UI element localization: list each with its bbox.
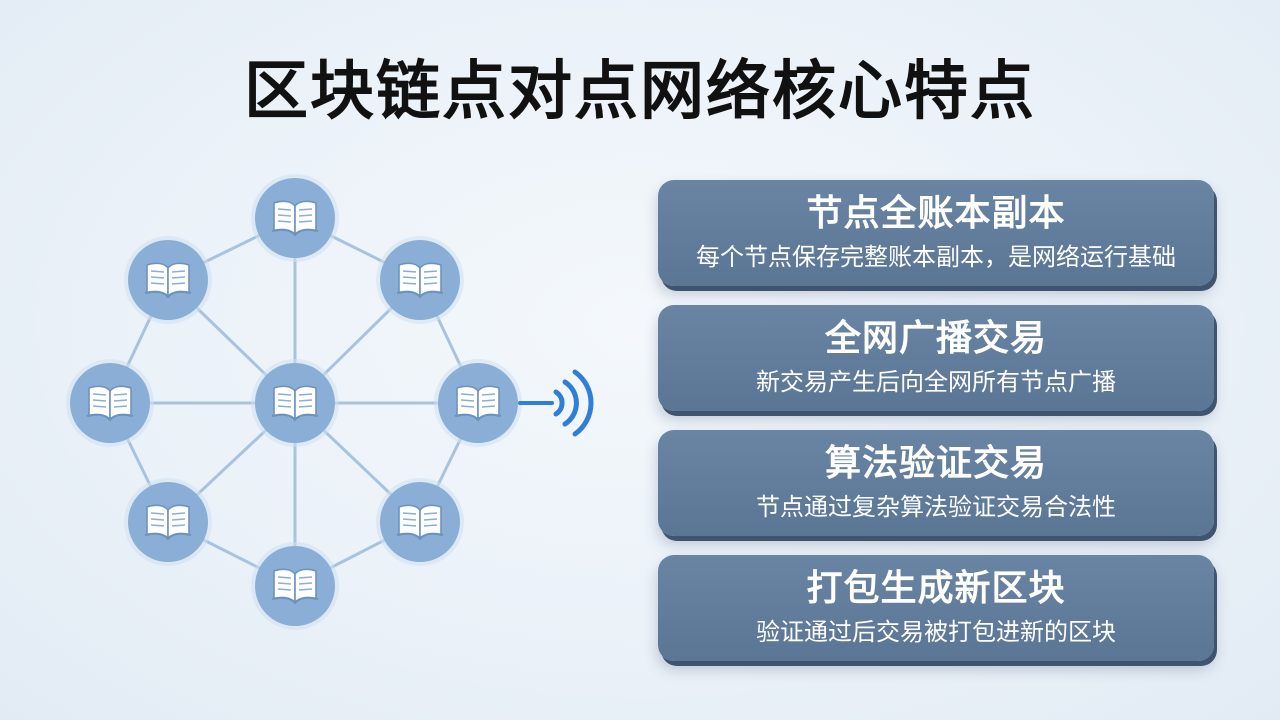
network-node-bottom (251, 542, 339, 630)
open-book-icon (454, 385, 502, 421)
network-node-lower-left (124, 478, 212, 566)
feature-card-verification: 算法验证交易 节点通过复杂算法验证交易合法性 (658, 430, 1214, 536)
open-book-icon (396, 262, 444, 298)
open-book-icon (144, 262, 192, 298)
network-node-center (251, 359, 339, 447)
network-node-top (251, 174, 339, 262)
open-book-icon (271, 568, 319, 604)
open-book-icon (86, 385, 134, 421)
feature-card-broadcast: 全网广播交易 新交易产生后向全网所有节点广播 (658, 305, 1214, 411)
network-node-upper-right (376, 236, 464, 324)
feature-card-title: 算法验证交易 (824, 443, 1047, 484)
feature-card-desc: 验证通过后交易被打包进新的区块 (756, 618, 1116, 646)
feature-card-title: 打包生成新区块 (806, 568, 1066, 609)
network-node-left (66, 359, 154, 447)
network-nodes (66, 174, 522, 630)
open-book-icon (144, 504, 192, 540)
page-title: 区块链点对点网络核心特点 (244, 55, 1036, 129)
network-node-lower-right (376, 478, 464, 566)
open-book-icon (271, 385, 319, 421)
feature-card-desc: 新交易产生后向全网所有节点广播 (756, 368, 1116, 396)
open-book-icon (396, 504, 444, 540)
feature-card-desc: 节点通过复杂算法验证交易合法性 (756, 493, 1116, 521)
feature-card-title: 节点全账本副本 (806, 193, 1066, 234)
feature-card-ledger-copy: 节点全账本副本 每个节点保存完整账本副本，是网络运行基础 (658, 180, 1214, 286)
network-node-upper-left (124, 236, 212, 324)
feature-card-new-block: 打包生成新区块 验证通过后交易被打包进新的区块 (658, 555, 1214, 661)
wifi-signal-icon (518, 369, 594, 437)
feature-card-desc: 每个节点保存完整账本副本，是网络运行基础 (696, 243, 1176, 271)
network-node-right (434, 359, 522, 447)
feature-card-title: 全网广播交易 (824, 318, 1047, 359)
p2p-network-diagram (66, 174, 594, 630)
open-book-icon (271, 200, 319, 236)
